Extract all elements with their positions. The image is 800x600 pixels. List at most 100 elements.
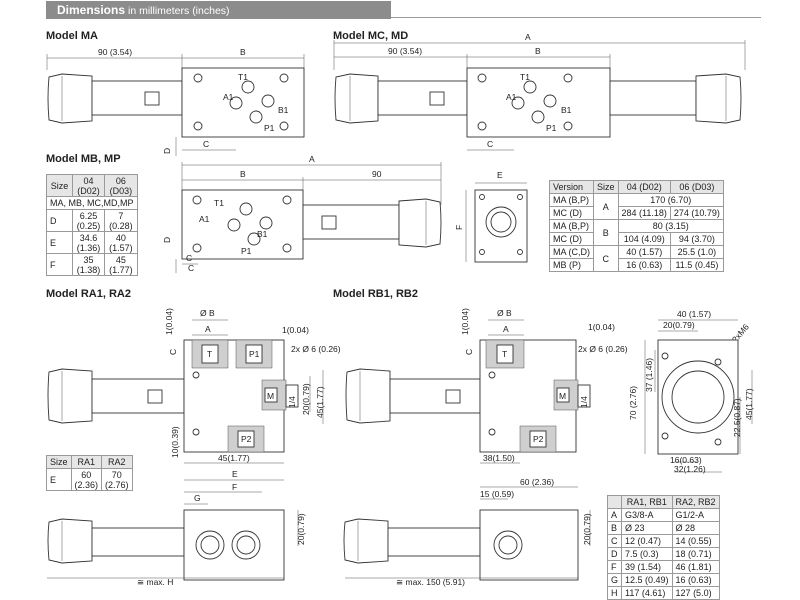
side-dim-45: 45(1.77) [744, 388, 754, 420]
table-rb-cell: 127 (5.0) [671, 586, 720, 600]
model-mb-mp-title: Model MB, MP [46, 153, 121, 165]
table-rb-cell: 18 (0.71) [671, 547, 720, 561]
ra-dim-1-vert: 1(0.04) [164, 308, 174, 335]
ra-dim-45b: 45(1.77) [218, 453, 250, 463]
mc-dim-90: 90 (3.54) [388, 46, 422, 56]
table-ra-header: RA2 [101, 455, 133, 469]
side-dim-32: 32(1.26) [674, 464, 706, 474]
table-rb-cell: 7.5 (0.3) [621, 547, 673, 561]
table-def-span-row: MA, MB, MC,MD,MP [46, 196, 138, 210]
section-header-bar [46, 1, 391, 19]
model-rb-drawing: 1(0.04) Ø B A C 1(0.04) 2x Ø 6 (0.26) T … [345, 308, 628, 464]
table-rb-cell: 12 (0.47) [621, 534, 673, 548]
rb-dim-c: C [464, 349, 474, 355]
table-def-header-04: 04(D02) [71, 174, 106, 197]
table-version-row-label: MB (P) [549, 258, 594, 272]
table-def-cell: 7(0.28) [104, 209, 138, 232]
side-dim-16: 16(0.63) [670, 455, 702, 465]
mb-port-a1: A1 [199, 214, 210, 224]
table-rb-row-label: F [606, 560, 623, 574]
ra-dim-a: A [205, 324, 211, 334]
table-ra-cell: 60(2.36) [70, 468, 103, 491]
table-version-cell: 16 (0.63) [617, 258, 671, 272]
ma-port-a1: A1 [223, 92, 234, 102]
model-mb-mp-drawing: A B 90 T1 A1 B1 P1 C D C [162, 154, 442, 273]
ra-label-t: T [207, 349, 212, 359]
face-dim-e: E [497, 170, 503, 180]
table-rb-header: RA2, RB2 [671, 495, 720, 509]
mc-port-a1: A1 [506, 92, 517, 102]
table-version-size: B [593, 219, 619, 246]
ra-dim-45: 45(1.77) [315, 386, 325, 418]
table-ra-header: Size [46, 455, 72, 469]
table-rb-cell: 16 (0.63) [671, 573, 720, 587]
table-version-cell: 11.5 (0.45) [669, 258, 724, 272]
model-rb-title: Model RB1, RB2 [333, 288, 418, 300]
table-version-abc: Version Size 04 (D02) 06 (D03) MA (B,P) … [549, 180, 724, 272]
ra-dim-20: 20(0.79) [301, 383, 311, 415]
bl-dim-h: ≅ max. H [137, 577, 173, 587]
bottom-left-top-view: E F G 20(0.79) ≅ max. H [47, 469, 306, 587]
face-view-drawing: E F [454, 170, 528, 263]
table-ra-header: RA1 [70, 455, 103, 469]
table-def-header-06: 06(D03) [104, 174, 138, 197]
bl-dim-e: E [232, 469, 238, 479]
table-rb-cell: G1/2-A [671, 508, 720, 522]
side-dim-37: 37 (1.46) [644, 358, 654, 392]
table-def-cell: 35(1.38) [71, 253, 106, 276]
table-version-row-label: MC (D) [549, 232, 594, 246]
ra-dim-10: 10(0.39) [170, 426, 180, 458]
ma-port-t1: T1 [238, 72, 248, 82]
mc-port-t1: T1 [520, 72, 530, 82]
rb-dim-38: 38(1.50) [483, 453, 515, 463]
table-def-row-label: F [46, 253, 73, 276]
mb-dim-c: C [188, 263, 194, 273]
bl-dim-g: G [194, 493, 201, 503]
table-version-row-label: MA (C,D) [549, 245, 594, 259]
table-rb-row-label: G [606, 573, 623, 587]
table-version-header: Size [593, 180, 619, 194]
ma-port-b1: B1 [278, 105, 289, 115]
table-rb-cell: 117 (4.61) [621, 586, 673, 600]
face-dim-f: F [454, 225, 464, 230]
table-rb-cell: Ø 28 [671, 521, 720, 535]
ra-label-p2: P2 [241, 434, 252, 444]
table-def-row-label: E [46, 231, 73, 254]
bl-dim-20: 20(0.79) [296, 513, 306, 545]
br-dim-20: 20(0.79) [582, 513, 592, 545]
ra-dim-phib: Ø B [200, 308, 215, 318]
table-version-size: A [593, 193, 619, 220]
ra-dim-1: 1(0.04) [282, 325, 309, 335]
table-version-row-label: MA (B,P) [549, 219, 594, 233]
table-def-header-size: Size [46, 174, 73, 197]
table-version-cell: 274 (10.79) [669, 206, 724, 220]
ra-dim-holes: 2x Ø 6 (0.26) [291, 344, 341, 354]
table-version-cell: 284 (11.18) [617, 206, 671, 220]
ra-dim-c: C [168, 349, 178, 355]
model-ra-drawing: 1(0.04) Ø B A C 1(0.04) 2x Ø 6 (0.26) T … [47, 308, 341, 464]
ra-label-p1: P1 [249, 349, 260, 359]
rb-label-t: T [502, 349, 507, 359]
mb-port-t1: T1 [214, 198, 224, 208]
rb-dim-1: 1(0.04) [588, 322, 615, 332]
br-dim-15: 15 (0.59) [480, 489, 514, 499]
table-rb-row-label: A [606, 508, 623, 522]
table-def-cell: 45(1.77) [104, 253, 138, 276]
section-title-text: Dimensions [57, 3, 126, 17]
side-dim-20: 20(0.79) [663, 320, 695, 330]
table-size-def: Size 04(D02) 06(D03) MA, MB, MC,MD,MP D … [46, 174, 138, 276]
table-ra-e: Size RA1 RA2 E 60(2.36) 70(2.76) [46, 455, 133, 491]
table-version-cell: 25.5 (1.0) [669, 245, 724, 259]
model-ra-title: Model RA1, RA2 [46, 288, 131, 300]
table-rb-row-label: C [606, 534, 623, 548]
table-version-row-label: MA (B,P) [549, 193, 594, 207]
side-dim-40: 40 (1.57) [677, 309, 711, 319]
model-mc-md-drawing: A 90 (3.54) B T1 A1 B1 P1 C [333, 32, 746, 151]
rb-label-m: M [559, 391, 566, 401]
table-version-row-label: MC (D) [549, 206, 594, 220]
table-rb-row-label: H [606, 586, 623, 600]
mb-dim-a: A [309, 154, 315, 164]
ra-label-m: M [267, 391, 274, 401]
model-mc-md-title: Model MC, MD [333, 30, 409, 42]
